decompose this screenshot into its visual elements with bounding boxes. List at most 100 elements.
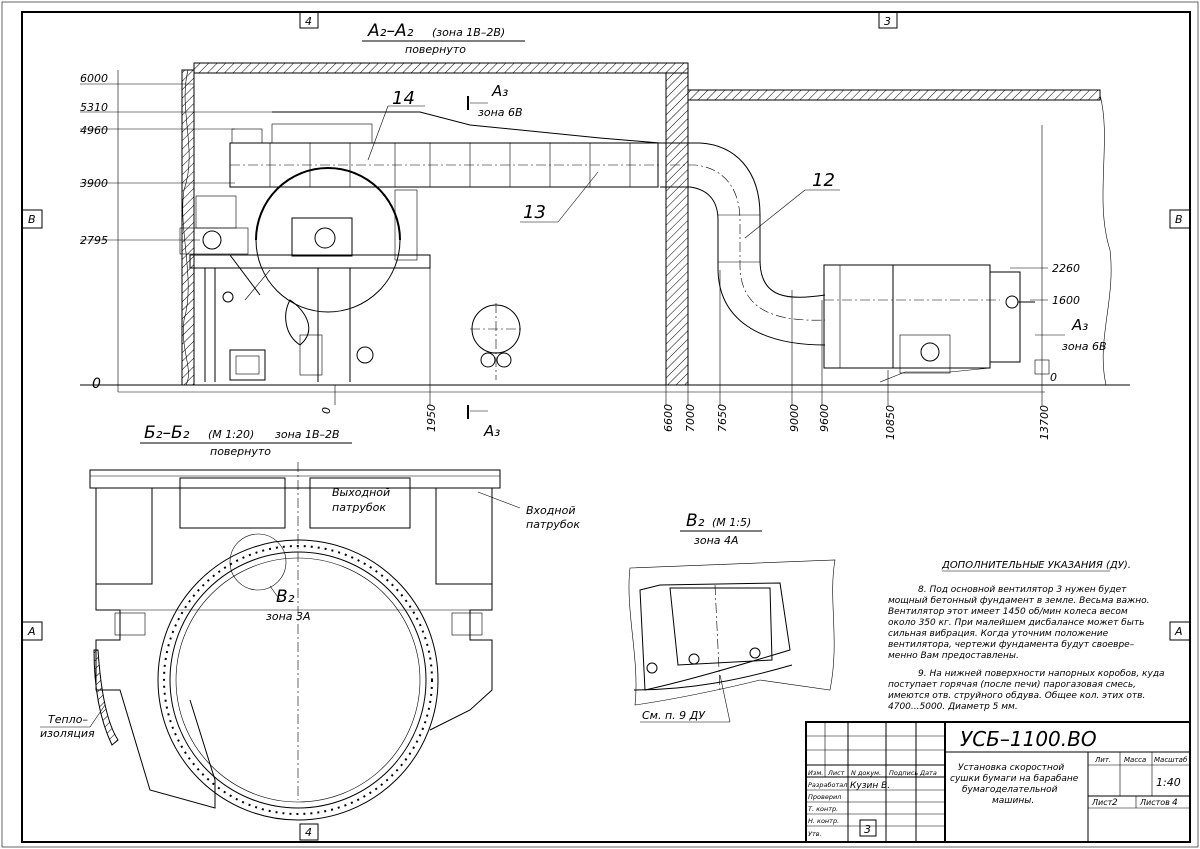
dim-x-7000: 7000: [684, 404, 697, 432]
zone-right-b: B: [1175, 213, 1183, 226]
auxiliary-fan: [470, 303, 522, 380]
note-line-9: поступает горячая (после печи) парогазов…: [888, 680, 1136, 690]
ceiling: [193, 62, 689, 74]
cut-mark-right-zone: зона 6В: [1062, 340, 1107, 353]
zone-top-3: 3: [884, 15, 891, 28]
note-line-3: Вентилятор этот имеет 1450 об/мин колеса…: [888, 607, 1128, 617]
role-approved: Утв.: [808, 830, 822, 838]
zone-right-a: A: [1174, 625, 1183, 638]
detail-ref: В₂: [276, 587, 295, 607]
mass-label: Масса: [1124, 756, 1146, 764]
zone-markers: 4 3 4 B A B A: [21, 11, 1191, 841]
detail-v-title: В₂: [686, 511, 705, 531]
section-b-title: Б₂–Б₂: [144, 423, 190, 443]
section-a-subtitle: повернуто: [405, 43, 466, 56]
developer-name: Кузин В.: [850, 781, 890, 791]
elev-6000: 6000: [80, 72, 108, 85]
title-line-2: сушки бумаги на барабане: [950, 774, 1079, 784]
zone-left-a: A: [27, 625, 36, 638]
scale-value: 1:40: [1156, 776, 1181, 789]
horizontal-dimensions: 0 1950 6600 7000 7650 9000 9600 10850 13…: [118, 260, 1051, 440]
note-line-7: менно Вам предоставлены.: [888, 651, 1019, 661]
label-insulation-2: изоляция: [40, 727, 95, 740]
note-line-5: сильная вибрация. Когда уточним положени…: [888, 629, 1109, 639]
cut-mark-right: А₃: [1071, 316, 1088, 334]
section-a-zone: (зона 1В–2В): [432, 26, 505, 39]
scale-label: Масштаб: [1154, 756, 1188, 764]
note-line-6: вентилятора, чертежи фундамента будут св…: [888, 640, 1135, 650]
format-mark: 3: [864, 823, 871, 836]
note-line-4: около 350 кг. При малейшем дисбалансе мо…: [888, 618, 1144, 628]
elev-4960: 4960: [80, 124, 108, 137]
role-developer: Разработал: [808, 781, 847, 789]
label-outlet-2: патрубок: [332, 501, 386, 514]
sheets-value: 4: [1172, 798, 1178, 808]
title-line-3: бумагоделательной: [962, 785, 1058, 795]
cut-mark-top: А₃: [491, 82, 508, 100]
role-tcontrol: Т. контр.: [808, 805, 838, 813]
detail-v-scale: (М 1:5): [712, 516, 751, 529]
right-ceiling: [687, 89, 1101, 101]
dim-x-1950: 1950: [425, 404, 438, 432]
section-b-scale: (М 1:20): [208, 428, 254, 441]
callout-14: 14: [392, 88, 415, 109]
elev-0: 0: [92, 376, 101, 392]
detail-v-zone: зона 4А: [694, 534, 739, 547]
note-line-2: мощный бетонный фундамент в земле. Весьм…: [888, 596, 1149, 606]
elevation-marks: 6000 5310 4960 3900 2795 0: [80, 72, 300, 392]
section-b2: Б₂–Б₂ (М 1:20) зона 1В–2В повернуто Тепл…: [40, 423, 580, 821]
dim-x-9600: 9600: [818, 404, 831, 432]
cut-marks: А₃ зона 6В А₃ А₃ зона 6В: [467, 82, 1107, 440]
title-line-4: машины.: [992, 796, 1034, 806]
detail-note-ref: См. п. 9 ДУ: [642, 709, 706, 722]
drawing-code: УСБ–1100.ВО: [960, 727, 1097, 751]
right-elev-1600: 1600: [1052, 294, 1080, 307]
inner-border: [21, 11, 1191, 843]
callout-13: 13: [523, 202, 546, 223]
dim-x-6600: 6600: [662, 404, 675, 432]
notes-heading: ДОПОЛНИТЕЛЬНЫЕ УКАЗАНИЯ (ДУ).: [941, 560, 1131, 571]
dim-x-10850: 10850: [884, 405, 897, 440]
elev-5310: 5310: [80, 101, 108, 114]
elev-2795: 2795: [80, 234, 108, 247]
role-ncontrol: Н. контр.: [808, 817, 839, 825]
label-inlet-2: патрубок: [526, 518, 580, 531]
dim-x-0: 0: [320, 407, 333, 414]
lit-label: Лит.: [1094, 756, 1111, 764]
dim-x-9000: 9000: [788, 404, 801, 432]
detail-ref-zone: зона 3А: [266, 610, 311, 623]
sheets-label: Листов: [1139, 798, 1170, 807]
role-checker: Проверил: [808, 793, 841, 801]
callout-12: 12: [812, 170, 835, 191]
dim-x-13700: 13700: [1038, 405, 1051, 440]
zone-left-b: B: [28, 213, 36, 226]
col-sign: Подпись: [889, 769, 918, 777]
main-fan: [179, 167, 431, 382]
note-line-10: имеются отв. струйного обдува. Общее кол…: [888, 691, 1145, 701]
cut-mark-top-zone: зона 6В: [478, 106, 523, 119]
col-doc: N докум.: [851, 769, 881, 777]
section-a-title: A₂–A₂: [367, 21, 414, 41]
heater: [823, 264, 1050, 383]
detail-v2: В₂ (М 1:5) зона 4А См. п. 9 ДУ: [628, 511, 836, 723]
notes: ДОПОЛНИТЕЛЬНЫЕ УКАЗАНИЯ (ДУ). 8. Под осн…: [888, 560, 1165, 712]
sheet-value: 2: [1112, 798, 1118, 808]
note-line-11: 4700...5000. Диаметр 5 мм.: [888, 702, 1018, 712]
horizontal-duct: [229, 111, 661, 188]
col-list: Лист: [827, 769, 845, 777]
middle-wall: [665, 72, 689, 386]
right-elev-2260: 2260: [1052, 262, 1080, 275]
zone-top-4: 4: [305, 15, 312, 28]
title-block: Изм. Лист N докум. Подпись Дата Разработ…: [805, 721, 1191, 843]
label-inlet-1: Входной: [526, 504, 575, 517]
callouts: 14 13 12: [367, 88, 840, 239]
title-line-1: Установка скоростной: [958, 763, 1064, 773]
col-date: Дата: [919, 769, 937, 777]
section-a2: A₂–A₂ (зона 1В–2В) повернуто 6000 5310 4…: [80, 21, 1130, 440]
right-elev-0: 0: [1050, 371, 1057, 384]
insulation: [93, 649, 119, 746]
note-line-1: 8. Под основной вентилятор 3 нужен будет: [918, 585, 1127, 595]
duct-12: [660, 142, 826, 346]
